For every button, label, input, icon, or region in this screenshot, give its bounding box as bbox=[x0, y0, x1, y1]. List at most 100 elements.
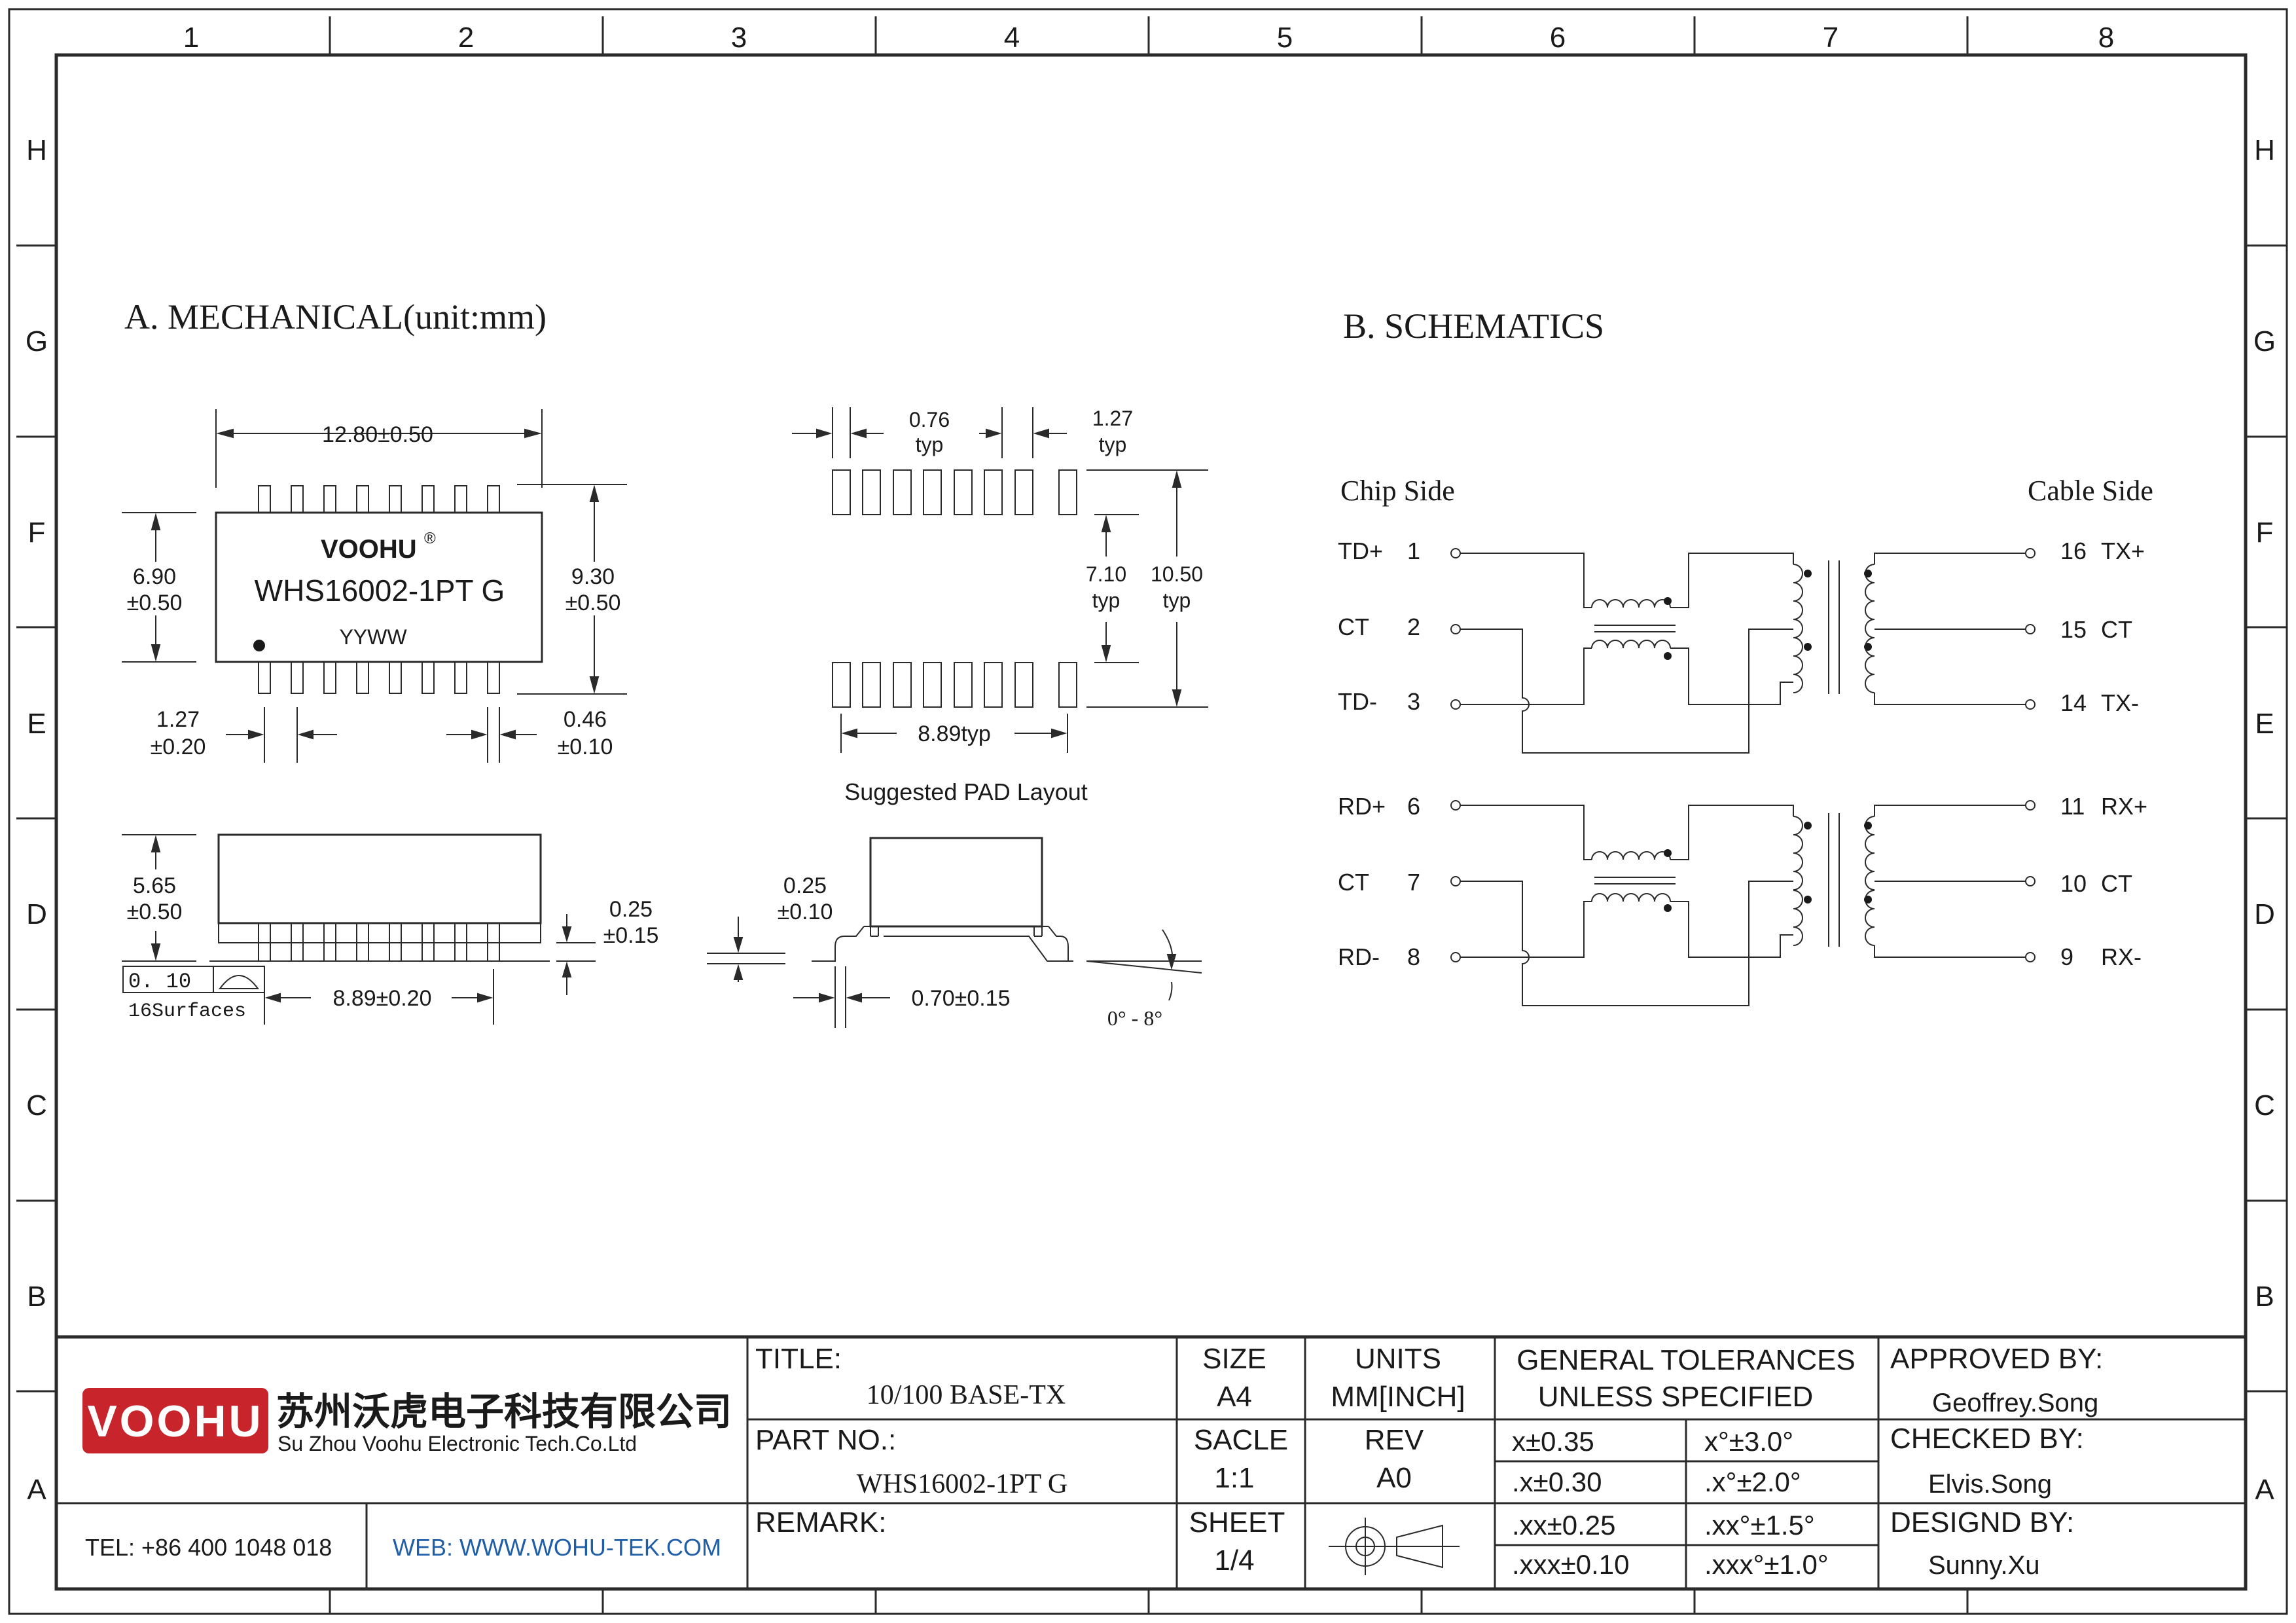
rx-channel-circuit bbox=[1450, 800, 2036, 1006]
lead-angle: 0° - 8° bbox=[1107, 1006, 1162, 1030]
row-label: A bbox=[27, 1474, 46, 1506]
dim-standoff-tol: ±0.15 bbox=[603, 923, 659, 948]
top-view: VOOHU ® WHS16002-1PT G YYWW 12.80±0.50 6… bbox=[122, 409, 627, 763]
dim-pad-width: 0.76 bbox=[909, 408, 950, 431]
pin-num-15: 15 bbox=[2060, 616, 2087, 643]
checked-value: Elvis.Song bbox=[1928, 1470, 2052, 1499]
dim-pin-width-tol: ±0.10 bbox=[558, 735, 613, 759]
tolerance-angular: .xxx°±1.0° bbox=[1704, 1549, 1829, 1580]
polarity-dot bbox=[1664, 849, 1672, 857]
dim-side-height-tol: ±0.50 bbox=[127, 900, 183, 924]
flatness-surfaces: 16Surfaces bbox=[128, 1000, 246, 1023]
dim-pitch: 1.27 bbox=[156, 707, 200, 732]
tolerance-angular: .xx°±1.5° bbox=[1704, 1510, 1815, 1541]
dim-side-height: 5.65 bbox=[133, 873, 176, 898]
polarity-dot bbox=[1804, 643, 1812, 651]
tolerance-header-2: UNLESS SPECIFIED bbox=[1538, 1381, 1814, 1413]
top-view-reg-mark: ® bbox=[424, 530, 436, 547]
title-label: TITLE: bbox=[755, 1343, 842, 1375]
dim-side-span: 8.89±0.20 bbox=[332, 986, 431, 1011]
dim-pad-outer-unit: typ bbox=[1163, 589, 1191, 612]
pin-name-rd-minus: RD- bbox=[1338, 943, 1380, 970]
polarity-dot bbox=[1864, 570, 1872, 577]
row-label: E bbox=[27, 708, 46, 740]
third-angle-projection-icon bbox=[1329, 1518, 1460, 1575]
flatness-profile-icon bbox=[219, 975, 259, 989]
designed-label: DESIGND BY: bbox=[1890, 1506, 2074, 1539]
tolerance-linear: .x±0.30 bbox=[1512, 1467, 1602, 1497]
pin-num-9: 9 bbox=[2060, 943, 2073, 970]
pin-num-16: 16 bbox=[2060, 538, 2087, 564]
col-label: 1 bbox=[183, 22, 199, 54]
col-label: 5 bbox=[1277, 22, 1293, 54]
col-label: 2 bbox=[458, 22, 474, 54]
dim-pad-inner-unit: typ bbox=[1092, 589, 1121, 612]
pin-num-14: 14 bbox=[2060, 689, 2087, 716]
col-label: 6 bbox=[1550, 22, 1566, 54]
tolerance-angular: x°±3.0° bbox=[1704, 1426, 1793, 1457]
pin-name-tx-plus: TX+ bbox=[2101, 538, 2145, 564]
row-label: D bbox=[26, 898, 47, 930]
remark-label: REMARK: bbox=[755, 1506, 886, 1539]
dim-total-height-tol: ±0.50 bbox=[565, 591, 621, 615]
mechanical-heading: A. MECHANICAL(unit:mm) bbox=[124, 297, 547, 337]
pin-num-2: 2 bbox=[1407, 613, 1420, 640]
rev-label: REV bbox=[1365, 1424, 1424, 1456]
pin-name-ct-rx: CT bbox=[1338, 869, 1369, 896]
tolerance-header-1: GENERAL TOLERANCES bbox=[1516, 1344, 1856, 1376]
tolerance-linear: .xx±0.25 bbox=[1512, 1510, 1615, 1541]
pin-name-tx-minus: TX- bbox=[2101, 689, 2139, 716]
dim-lead-thickness-tol: ±0.10 bbox=[778, 900, 833, 924]
scale-value: 1:1 bbox=[1214, 1462, 1254, 1494]
row-label: B bbox=[27, 1281, 46, 1313]
row-label: F bbox=[28, 517, 46, 549]
polarity-dot bbox=[1664, 597, 1672, 605]
pin-name-rd-plus: RD+ bbox=[1338, 793, 1386, 820]
pin1-marker-dot bbox=[253, 640, 265, 651]
title-block: VOOHU 苏州沃虎电子科技有限公司 Su Zhou Voohu Electro… bbox=[56, 1335, 2246, 1589]
dim-foot-length: 0.70±0.15 bbox=[911, 986, 1010, 1011]
pin-name-td-minus: TD- bbox=[1338, 688, 1377, 715]
rev-value: A0 bbox=[1376, 1462, 1412, 1494]
row-label: B bbox=[2255, 1281, 2274, 1313]
row-label: A bbox=[2255, 1474, 2274, 1506]
dim-pad-pitch: 1.27 bbox=[1092, 407, 1133, 430]
polarity-dot bbox=[1864, 822, 1872, 830]
polarity-dot bbox=[1864, 896, 1872, 903]
title-value: 10/100 BASE-TX bbox=[867, 1380, 1066, 1410]
pad-layout: 0.76 typ 1.27 typ 7.10 typ 10.50 typ 8.8… bbox=[792, 407, 1208, 805]
end-view: 0.25 ±0.10 0.70±0.15 0° - 8° bbox=[707, 837, 1202, 1030]
pin-name-ct-rx-cable: CT bbox=[2101, 870, 2132, 897]
row-label: H bbox=[2254, 134, 2275, 166]
company-logo-badge bbox=[82, 1388, 268, 1453]
pin-name-rx-plus: RX+ bbox=[2101, 793, 2147, 820]
dim-pad-outer: 10.50 bbox=[1151, 562, 1203, 586]
pin-name-td-plus: TD+ bbox=[1338, 538, 1383, 564]
cable-side-label: Cable Side bbox=[2028, 475, 2153, 507]
units-label: UNITS bbox=[1355, 1343, 1441, 1375]
dim-pitch-tol: ±0.20 bbox=[151, 735, 206, 759]
designed-value: Sunny.Xu bbox=[1928, 1551, 2040, 1580]
dim-body-height: 6.90 bbox=[133, 564, 176, 589]
scale-label: SACLE bbox=[1194, 1424, 1288, 1456]
dim-pad-pitch-unit: typ bbox=[1099, 433, 1127, 456]
pin-num-7: 7 bbox=[1407, 869, 1420, 896]
pin-num-11: 11 bbox=[2060, 793, 2085, 820]
dim-standoff: 0.25 bbox=[609, 897, 653, 922]
pin-num-6: 6 bbox=[1407, 793, 1420, 820]
dim-pad-span: 8.89typ bbox=[918, 721, 991, 746]
top-view-brand: VOOHU bbox=[321, 535, 417, 564]
dim-pad-inner: 7.10 bbox=[1086, 562, 1126, 586]
pin-num-10: 10 bbox=[2060, 870, 2087, 897]
schematics-heading: B. SCHEMATICS bbox=[1343, 306, 1604, 346]
pad-layout-caption: Suggested PAD Layout bbox=[844, 778, 1088, 805]
pin-num-1: 1 bbox=[1407, 538, 1420, 564]
pin-num-8: 8 bbox=[1407, 943, 1420, 970]
company-name-cn: 苏州沃虎电子科技有限公司 bbox=[276, 1391, 732, 1433]
checked-label: CHECKED BY: bbox=[1890, 1423, 2084, 1455]
tolerance-angular: .x°±2.0° bbox=[1704, 1467, 1801, 1497]
top-view-part: WHS16002-1PT G bbox=[255, 574, 505, 608]
row-label: C bbox=[2254, 1089, 2275, 1122]
pin-name-ct-tx: CT bbox=[1338, 613, 1369, 640]
col-label: 7 bbox=[1823, 22, 1839, 54]
